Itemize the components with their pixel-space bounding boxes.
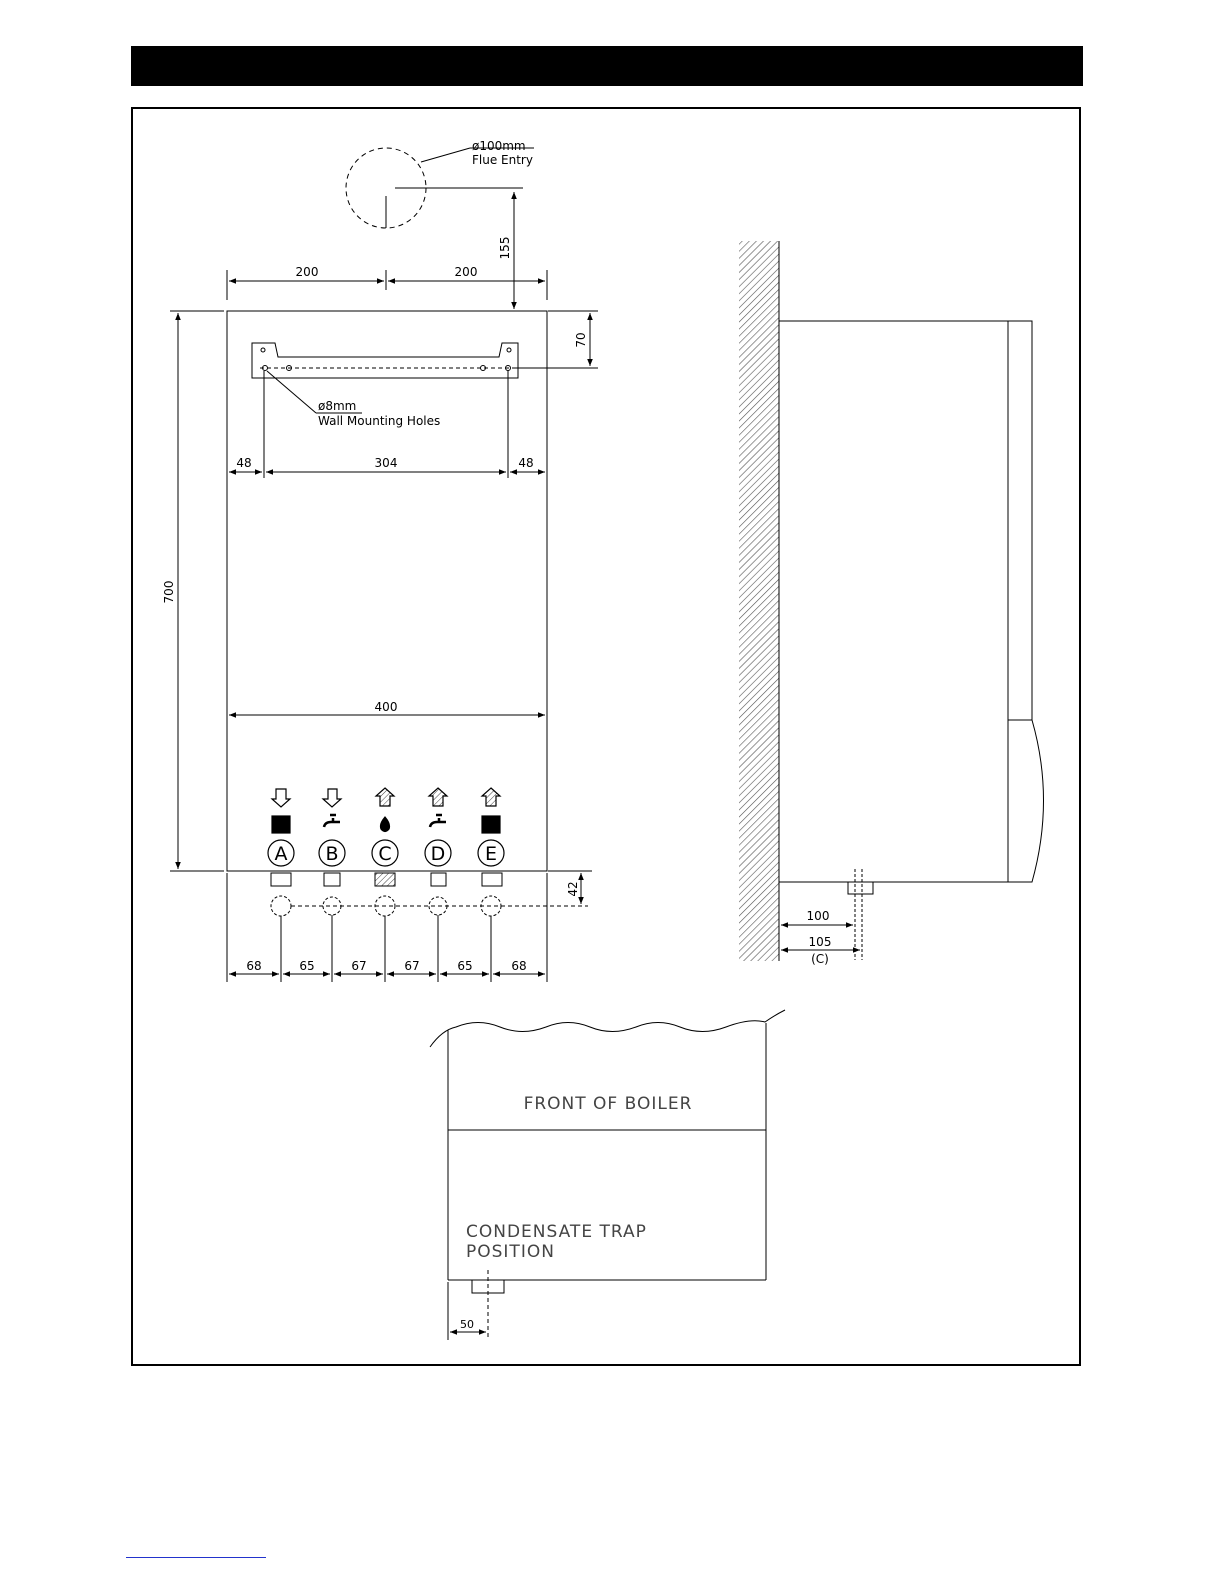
boiler-front-outline <box>227 311 547 871</box>
dim-flue-right: 200 <box>455 265 478 279</box>
mounting-diameter-label: ø8mm <box>318 399 356 413</box>
trap-view <box>430 1010 785 1340</box>
radiator-icon <box>272 816 290 833</box>
dim-hole-span: 304 <box>375 456 398 470</box>
dim-side-100: 100 <box>807 909 830 923</box>
dim-spacing-6: 68 <box>511 959 526 973</box>
trap-position-label: POSITION <box>466 1242 555 1262</box>
connection-letter-d: D <box>431 843 446 865</box>
connection-letters: A B C D E <box>275 843 498 865</box>
break-line <box>430 1010 785 1047</box>
connection-letter-b: B <box>325 843 338 865</box>
dim-flue-height: 155 <box>498 237 512 260</box>
dim-spacing-1: 68 <box>246 959 261 973</box>
dim-hole-right: 48 <box>518 456 533 470</box>
front-view-labels: ø100mm Flue Entry 200 200 155 70 ø8mm Wa… <box>162 139 588 973</box>
footer-link-underline[interactable] <box>126 1557 266 1558</box>
side-view-labels: 100 105 (C) <box>807 909 832 966</box>
up-arrow-icon <box>482 788 500 806</box>
up-arrow-icon <box>376 788 394 806</box>
down-arrow-icon <box>323 789 341 807</box>
connection-letter-a: A <box>275 843 288 865</box>
connection-letter-e: E <box>485 843 497 865</box>
dim-height: 700 <box>162 581 176 604</box>
dim-spacing-4: 67 <box>404 959 419 973</box>
up-arrow-icon <box>429 788 447 806</box>
mounting-bracket <box>252 343 518 378</box>
dim-spacing-3: 67 <box>351 959 366 973</box>
wall-section <box>739 241 779 961</box>
dim-hole-left: 48 <box>236 456 251 470</box>
dim-side-105: 105 <box>809 935 832 949</box>
mounting-holes-label: Wall Mounting Holes <box>318 414 440 428</box>
dim-bracket-top: 70 <box>574 332 588 347</box>
tap-icon <box>324 815 340 827</box>
down-arrow-icon <box>272 789 290 807</box>
gas-flame-icon <box>381 817 390 832</box>
front-of-boiler-label: FRONT OF BOILER <box>524 1094 693 1114</box>
flue-entry-label: Flue Entry <box>472 153 533 167</box>
dim-width: 400 <box>375 700 398 714</box>
boiler-side-outline <box>779 321 1044 882</box>
radiator-icon <box>482 816 500 833</box>
dim-trap-offset: 50 <box>460 1318 474 1331</box>
condensate-trap-label: CONDENSATE TRAP <box>466 1222 647 1242</box>
side-connection-stub <box>848 882 873 894</box>
side-view <box>739 241 1044 961</box>
dim-side-c: (C) <box>811 952 829 966</box>
flue-diameter-label: ø100mm <box>472 139 526 153</box>
dim-spacing-2: 65 <box>299 959 314 973</box>
dim-conn-drop: 42 <box>566 881 580 896</box>
dim-spacing-5: 65 <box>457 959 472 973</box>
dim-flue-left: 200 <box>296 265 319 279</box>
tap-icon <box>430 815 446 827</box>
connection-letter-c: C <box>378 843 391 865</box>
